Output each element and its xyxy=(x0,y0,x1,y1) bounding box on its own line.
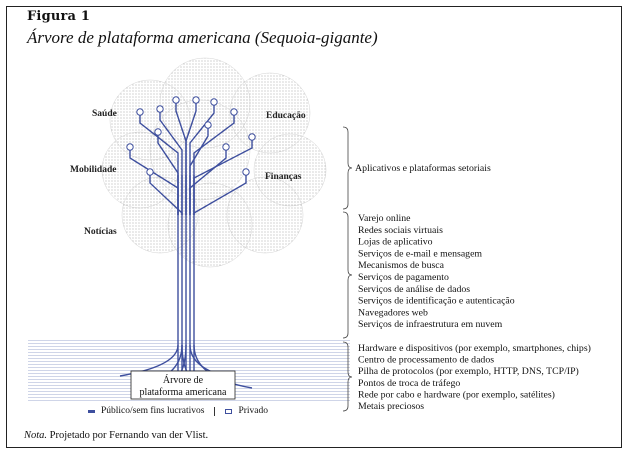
brace-infrastructure xyxy=(342,341,353,412)
legend: Público/sem fins lucrativos Privado xyxy=(88,406,268,416)
crown-label-educacao: Educação xyxy=(266,111,306,121)
tree-crown xyxy=(101,57,327,268)
list-item-infrastructure: Metais preciosos xyxy=(358,401,424,412)
branch-line xyxy=(193,140,253,215)
figure-title: Árvore de plataforma americana (Sequoia-… xyxy=(27,28,378,47)
root-line xyxy=(119,344,179,377)
list-item-intermediate: Serviços de pagamento xyxy=(358,272,449,283)
figure-note: Nota. Projetado por Fernando van der Vli… xyxy=(24,430,208,441)
note-prefix: Nota. xyxy=(24,430,48,441)
branch-node xyxy=(154,128,162,136)
branch-node xyxy=(126,143,134,151)
crown-label-noticias: Notícias xyxy=(84,227,117,237)
crown-label-saude: Saúde xyxy=(92,109,117,119)
legend-private-label: Privado xyxy=(238,406,268,416)
branch-node xyxy=(242,168,250,176)
trunk-label-line-2: plataforma americana xyxy=(140,387,227,398)
legend-separator xyxy=(214,406,216,416)
crown-label-financas: Finanças xyxy=(265,172,302,182)
list-item-infrastructure: Centro de processamento de dados xyxy=(358,355,494,366)
branch-node xyxy=(222,143,230,151)
branch-node xyxy=(230,108,238,116)
list-item-intermediate: Navegadores web xyxy=(358,307,428,318)
list-item-infrastructure: Hardware e dispositivos (por exemplo, sm… xyxy=(358,343,591,354)
branch-node xyxy=(136,108,144,116)
tree-branches xyxy=(119,103,253,395)
list-item-intermediate: Serviços de infraestrutura em nuvem xyxy=(358,319,503,330)
legend-public-swatch xyxy=(88,409,95,413)
branch-line xyxy=(149,175,183,215)
list-item-infrastructure: Rede por cabo e hardware (por exemplo, s… xyxy=(358,389,555,400)
list-item-intermediate: Serviços de identificação e autenticação xyxy=(358,296,515,307)
tree-nodes xyxy=(126,96,256,176)
list-item-intermediate: Lojas de aplicativo xyxy=(358,237,433,248)
branch-line xyxy=(189,128,209,215)
branch-node xyxy=(192,96,200,104)
list-item-intermediate: Mecanismos de busca xyxy=(358,260,445,271)
figure-label: Figura 1 xyxy=(27,9,91,24)
crown-label-mobilidade: Mobilidade xyxy=(70,165,116,175)
trunk-label-line-1: Árvore de xyxy=(163,374,204,386)
brace-intermediate xyxy=(342,211,353,339)
list-item-intermediate: Redes sociais virtuais xyxy=(358,225,443,236)
legend-private-swatch xyxy=(225,408,233,414)
list-infrastructure: Hardware e dispositivos (por exemplo, sm… xyxy=(358,343,591,412)
group-label-sectoral: Aplicativos e plataformas setoriais xyxy=(355,163,491,174)
brace-sectoral xyxy=(342,126,353,210)
branch-line xyxy=(185,103,197,215)
branch-node xyxy=(156,105,164,113)
list-item-intermediate: Varejo online xyxy=(358,213,411,224)
list-item-intermediate: Serviços de análise de dados xyxy=(358,284,470,295)
note-text: Projetado por Fernando van der Vlist. xyxy=(49,430,209,441)
legend-public-label: Público/sem fins lucrativos xyxy=(101,406,205,416)
list-item-infrastructure: Pilha de protocolos (por exemplo, HTTP, … xyxy=(358,366,579,377)
branch-node xyxy=(146,168,154,176)
trunk-label-box xyxy=(130,370,236,400)
branch-node xyxy=(248,133,256,141)
branch-line xyxy=(157,135,179,215)
branch-node xyxy=(210,98,218,106)
branch-node xyxy=(172,96,180,104)
list-item-intermediate: Serviços de e-mail e mensagem xyxy=(358,248,482,259)
branch-line xyxy=(159,112,183,215)
branch-node xyxy=(204,121,212,129)
list-item-infrastructure: Pontos de troca de tráfego xyxy=(358,378,460,389)
